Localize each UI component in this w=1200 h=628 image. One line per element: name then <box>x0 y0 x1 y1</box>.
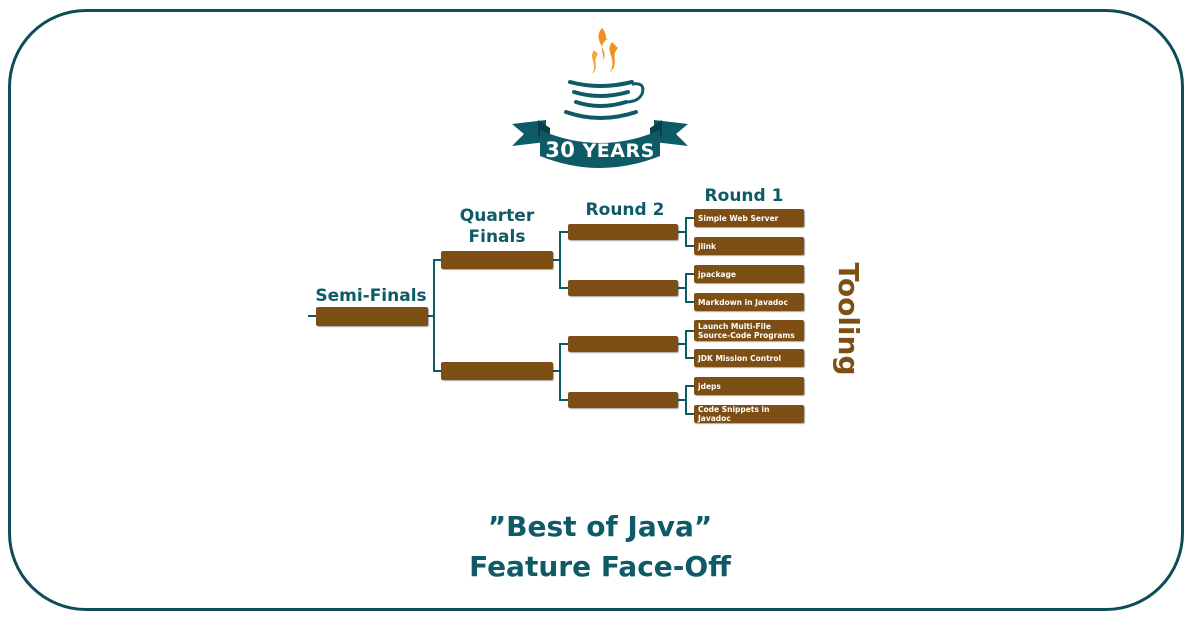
title-line-2: Feature Face-Off <box>469 550 731 583</box>
card-frame <box>8 9 1184 611</box>
round2-slot <box>568 392 678 408</box>
round2-slot <box>568 280 678 296</box>
round1-entry: Launch Multi-File Source-Code Programs <box>694 320 804 341</box>
header-semi-finals: Semi-Finals <box>315 286 427 306</box>
round1-entry: Simple Web Server <box>694 209 804 227</box>
logo-badge-number: 30 <box>545 138 576 162</box>
round1-entry: Code Snippets in Javadoc <box>694 405 804 423</box>
category-label: Tooling <box>832 262 865 376</box>
java-30-years-logo: 30 YEARS <box>510 20 690 170</box>
round1-entry: JDK Mission Control <box>694 349 804 367</box>
java-cup-icon <box>512 28 688 168</box>
semi-final-slot <box>316 307 428 326</box>
quarter-final-slot <box>441 251 553 269</box>
round1-entry: jlink <box>694 237 804 255</box>
round1-entry: Markdown in Javadoc <box>694 293 804 311</box>
round1-entry: jdeps <box>694 377 804 395</box>
title-line-1: ”Best of Java” <box>487 510 713 543</box>
logo-badge: 30 YEARS <box>510 138 690 162</box>
round2-slot <box>568 336 678 352</box>
round1-entry: jpackage <box>694 265 804 283</box>
logo-badge-word: YEARS <box>582 140 655 162</box>
header-quarter-finals: Quarter Finals <box>459 206 535 247</box>
header-round-2: Round 2 <box>585 200 665 220</box>
header-round-1: Round 1 <box>704 186 784 206</box>
quarter-final-slot <box>441 362 553 380</box>
round2-slot <box>568 224 678 240</box>
